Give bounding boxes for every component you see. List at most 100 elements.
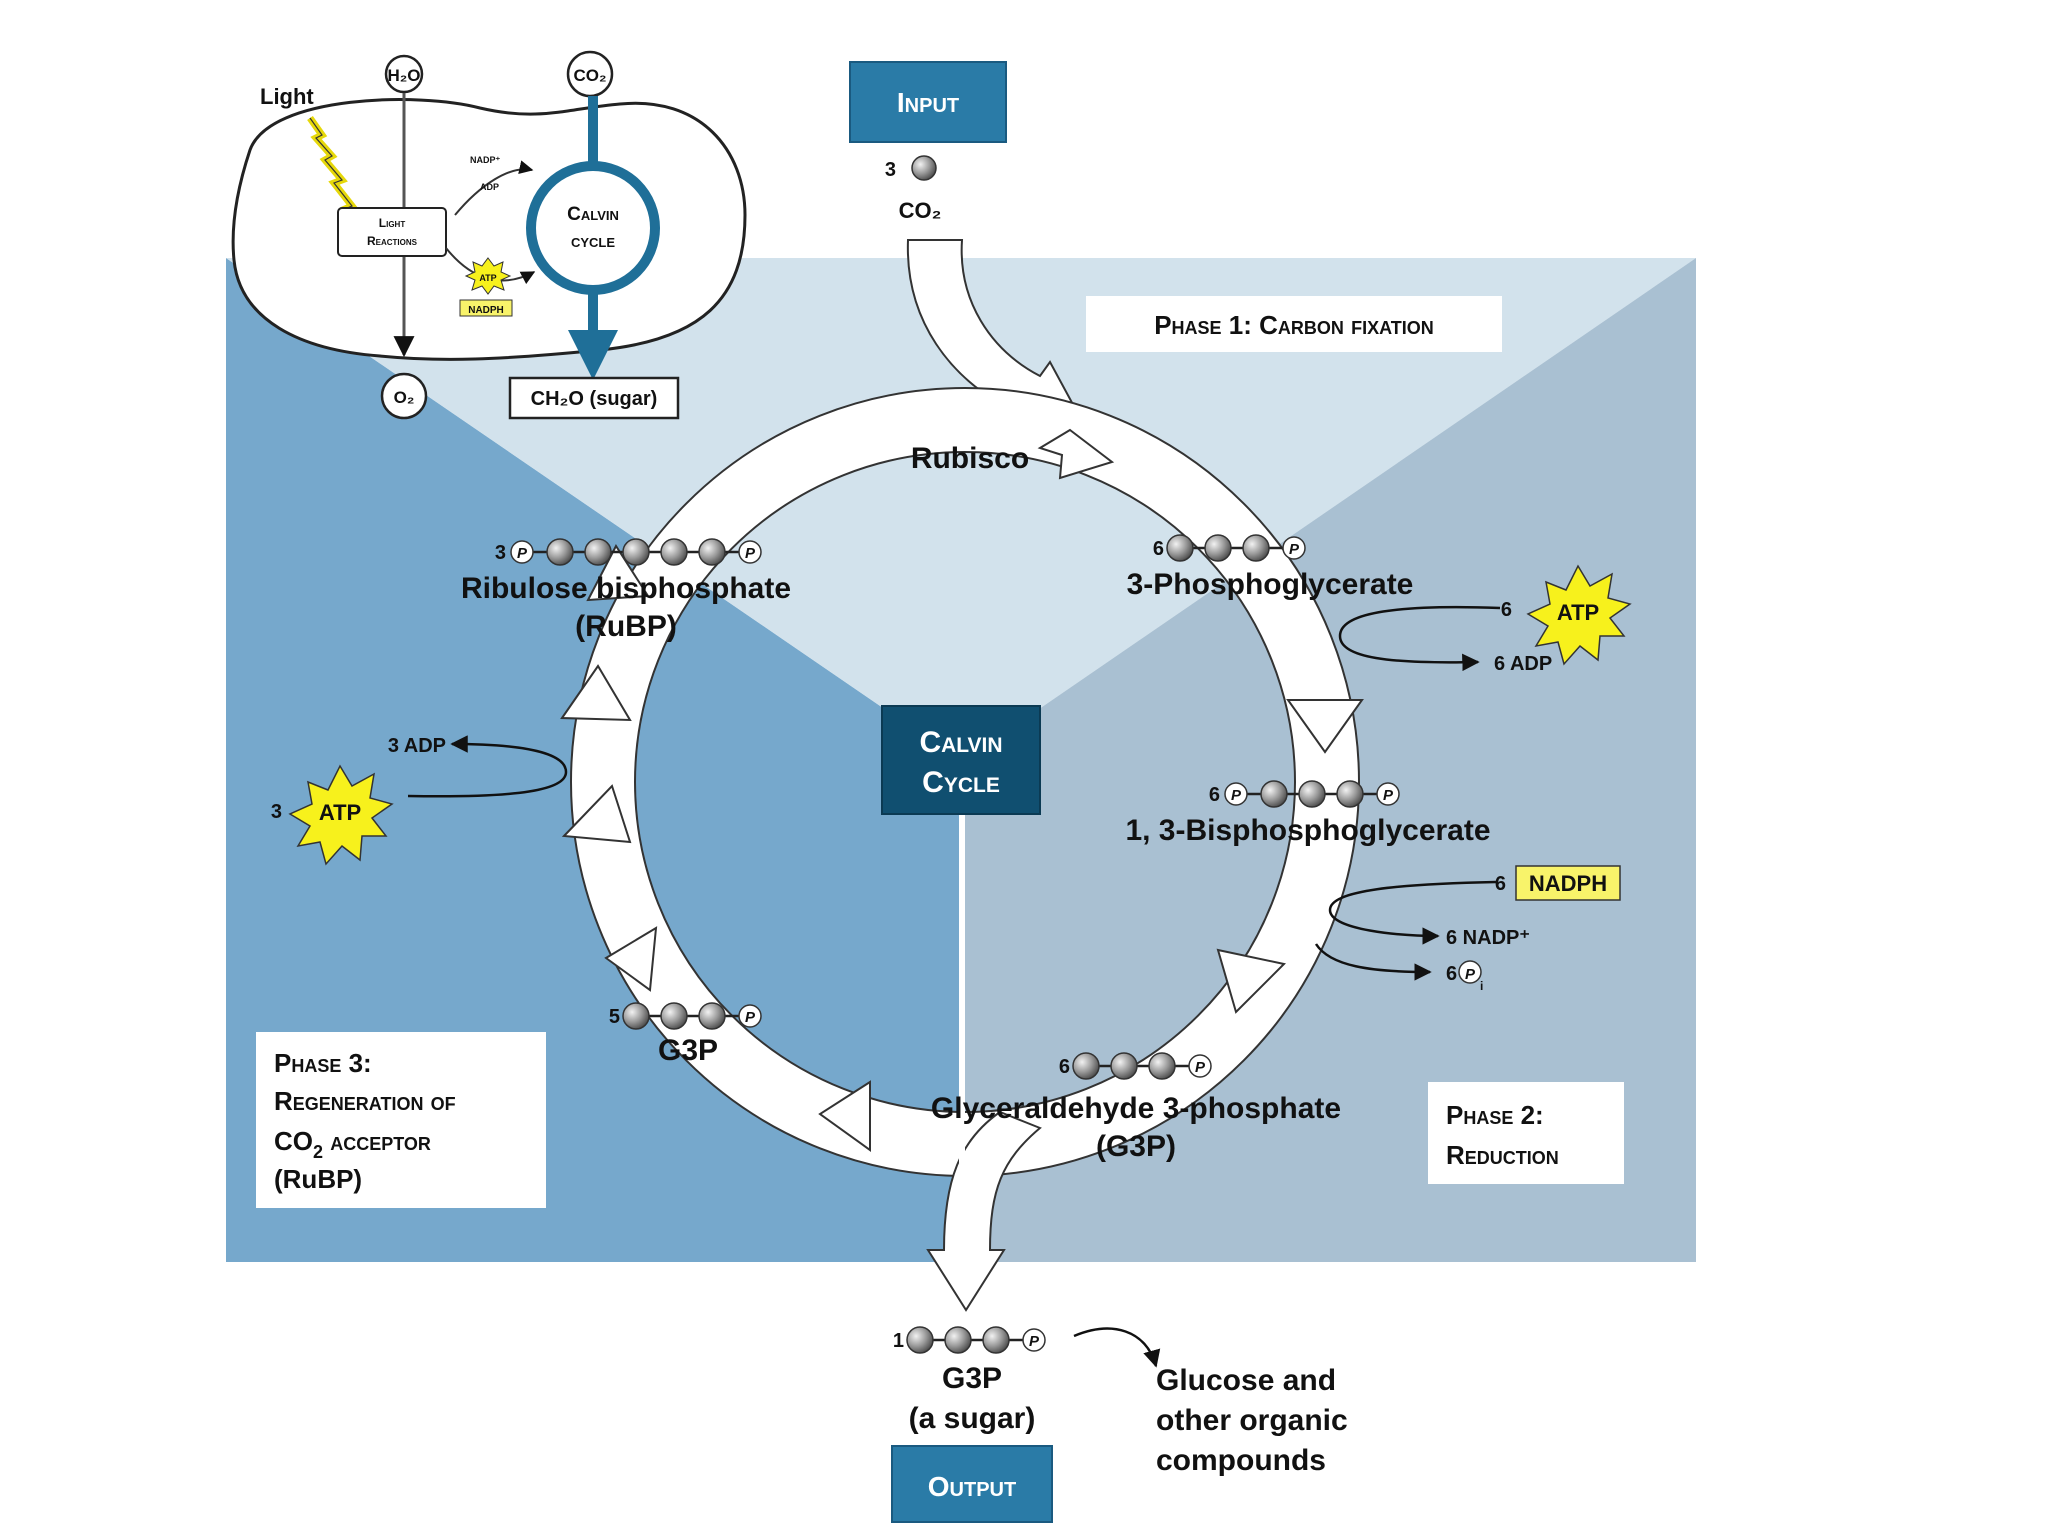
ring-arrow-right-lower	[1216, 948, 1287, 1014]
phosphate-icon	[738, 1004, 762, 1028]
carbon-atom	[1204, 534, 1232, 562]
ring-arrow-bottom	[818, 1080, 871, 1152]
carbon-atom	[1166, 534, 1194, 562]
phosphate-symbol: P	[1383, 787, 1394, 804]
phase3-label-group: Phase 3: Regeneration of CO2 acceptor (R…	[256, 1032, 546, 1208]
phosphate-icon	[1224, 782, 1248, 806]
rubp-abbr: (RuBP)	[575, 610, 677, 643]
chloroplast-outline	[231, 98, 747, 361]
g3p-chain-count: 6	[1059, 1056, 1070, 1078]
carbon-atom	[1148, 1052, 1176, 1080]
phase3-label-line1: Phase 3:	[274, 1048, 372, 1078]
center-box	[881, 705, 1041, 815]
atp-left-count: 3	[271, 801, 282, 823]
inset-calvin-line1: Calvin	[567, 204, 619, 225]
output-g3p-desc: (a sugar)	[909, 1402, 1036, 1435]
input-count: 3	[885, 159, 896, 181]
carbon-atom	[944, 1326, 972, 1354]
output-g3p-chain-count: 1	[893, 1330, 904, 1352]
carbon-atom	[622, 538, 650, 566]
ring-arrow-left-3	[560, 664, 632, 722]
sugar-label: CH₂O (sugar)	[531, 388, 658, 410]
rubp-chain-count: 3	[495, 542, 506, 564]
phase2-label-line1: Phase 2:	[1446, 1100, 1544, 1130]
ring-arrow-left-4	[586, 544, 650, 602]
h2o-badge	[384, 54, 424, 94]
pi-symbol: P	[1465, 966, 1476, 983]
output-products-line3: compounds	[1156, 1444, 1326, 1477]
g3p-regen-chain-count: 5	[609, 1006, 620, 1028]
nadp-out-label: 6 NADP⁺	[1446, 927, 1530, 949]
phase2-label-group: Phase 2: Reduction	[1428, 1082, 1624, 1184]
atp-adp-arrow-left	[407, 735, 568, 798]
phosphate-icon	[1376, 782, 1400, 806]
phosphate-symbol: P	[745, 545, 756, 562]
carbon-atom	[546, 538, 574, 566]
input-box	[849, 61, 1007, 143]
calvin-cycle-ring	[526, 161, 660, 295]
carbon-atom	[1298, 780, 1326, 808]
h2o-label: H₂O	[387, 66, 420, 85]
center-label-group: Calvin Cycle	[881, 705, 1041, 1262]
inset-nadph-label: NADPH	[468, 305, 504, 316]
phosphate-symbol: P	[1195, 1059, 1206, 1076]
carbon-atom	[1336, 780, 1364, 808]
pga-chain-count: 6	[1153, 538, 1164, 560]
phosphate-symbol: P	[745, 1009, 756, 1026]
carbon-atom	[1260, 780, 1288, 808]
nadp-arrow	[454, 160, 534, 216]
light-label: Light	[260, 84, 314, 109]
output-label: Output	[928, 1471, 1016, 1502]
phase2-label-line2: Reduction	[1446, 1140, 1559, 1170]
adp-left-label: 3 ADP	[388, 735, 446, 757]
carbon-atom	[660, 538, 688, 566]
nadph-nadp-arrow	[1328, 880, 1497, 945]
phosphate-symbol: P	[1029, 1333, 1040, 1350]
phase3-label-line4: (RuBP)	[274, 1164, 362, 1194]
atp-right-count: 6	[1501, 599, 1512, 621]
light-reactions-line1: Light	[379, 216, 406, 230]
atp-consumption-left: 3 ADP 3 ATP	[271, 735, 568, 866]
carbon-atom	[584, 538, 612, 566]
adp-label: ADP	[480, 182, 499, 192]
phosphate-symbol: P	[1231, 787, 1242, 804]
co2-label: CO₂	[573, 66, 606, 85]
input-section: Input 3 CO₂	[849, 61, 1092, 442]
products-arrow	[1073, 1327, 1161, 1368]
phase1-box	[1086, 296, 1502, 352]
atp-right-label: ATP	[1557, 600, 1599, 625]
phase1-label-group: Phase 1: Carbon fixation	[1086, 296, 1502, 352]
atp-left-label: ATP	[319, 800, 361, 825]
carbon-atom	[660, 1002, 688, 1030]
pi-phosphate-icon	[1458, 960, 1482, 984]
nadph-box	[1515, 865, 1621, 901]
carbon-atom	[622, 1002, 650, 1030]
phase1-label: Phase 1: Carbon fixation	[1154, 310, 1434, 340]
phosphate-icon	[1188, 1054, 1212, 1078]
pi-subscript: i	[1480, 979, 1483, 993]
carbon-atom	[698, 538, 726, 566]
center-label-line1: Calvin	[919, 726, 1002, 759]
phosphate-icon	[1282, 536, 1306, 560]
input-molecule: CO₂	[899, 198, 942, 223]
phosphate-symbol: P	[1289, 541, 1300, 558]
phosphate-icon	[1022, 1328, 1046, 1352]
nadph-consumption: 6 NADPH 6 NADP⁺ 6 P i	[1314, 865, 1621, 993]
carbon-atom	[906, 1326, 934, 1354]
g3p-name: Glyceraldehyde 3-phosphate	[931, 1092, 1341, 1125]
atp-starburst-right	[1526, 564, 1632, 666]
carbon-atom	[911, 155, 937, 181]
chloroplast-inset: Light H₂O Light Reactions Calvin cycle C…	[231, 50, 747, 420]
o2-badge	[380, 372, 428, 420]
ring-arrow-left-1	[604, 926, 658, 992]
nadph-label: NADPH	[1529, 871, 1607, 896]
phase3-label-line3: CO2 acceptor	[274, 1126, 431, 1162]
output-products-line2: other organic	[1156, 1404, 1348, 1437]
phase2-box	[1428, 1082, 1624, 1184]
phosphate-icon	[738, 540, 762, 564]
carbon-atom	[1242, 534, 1270, 562]
